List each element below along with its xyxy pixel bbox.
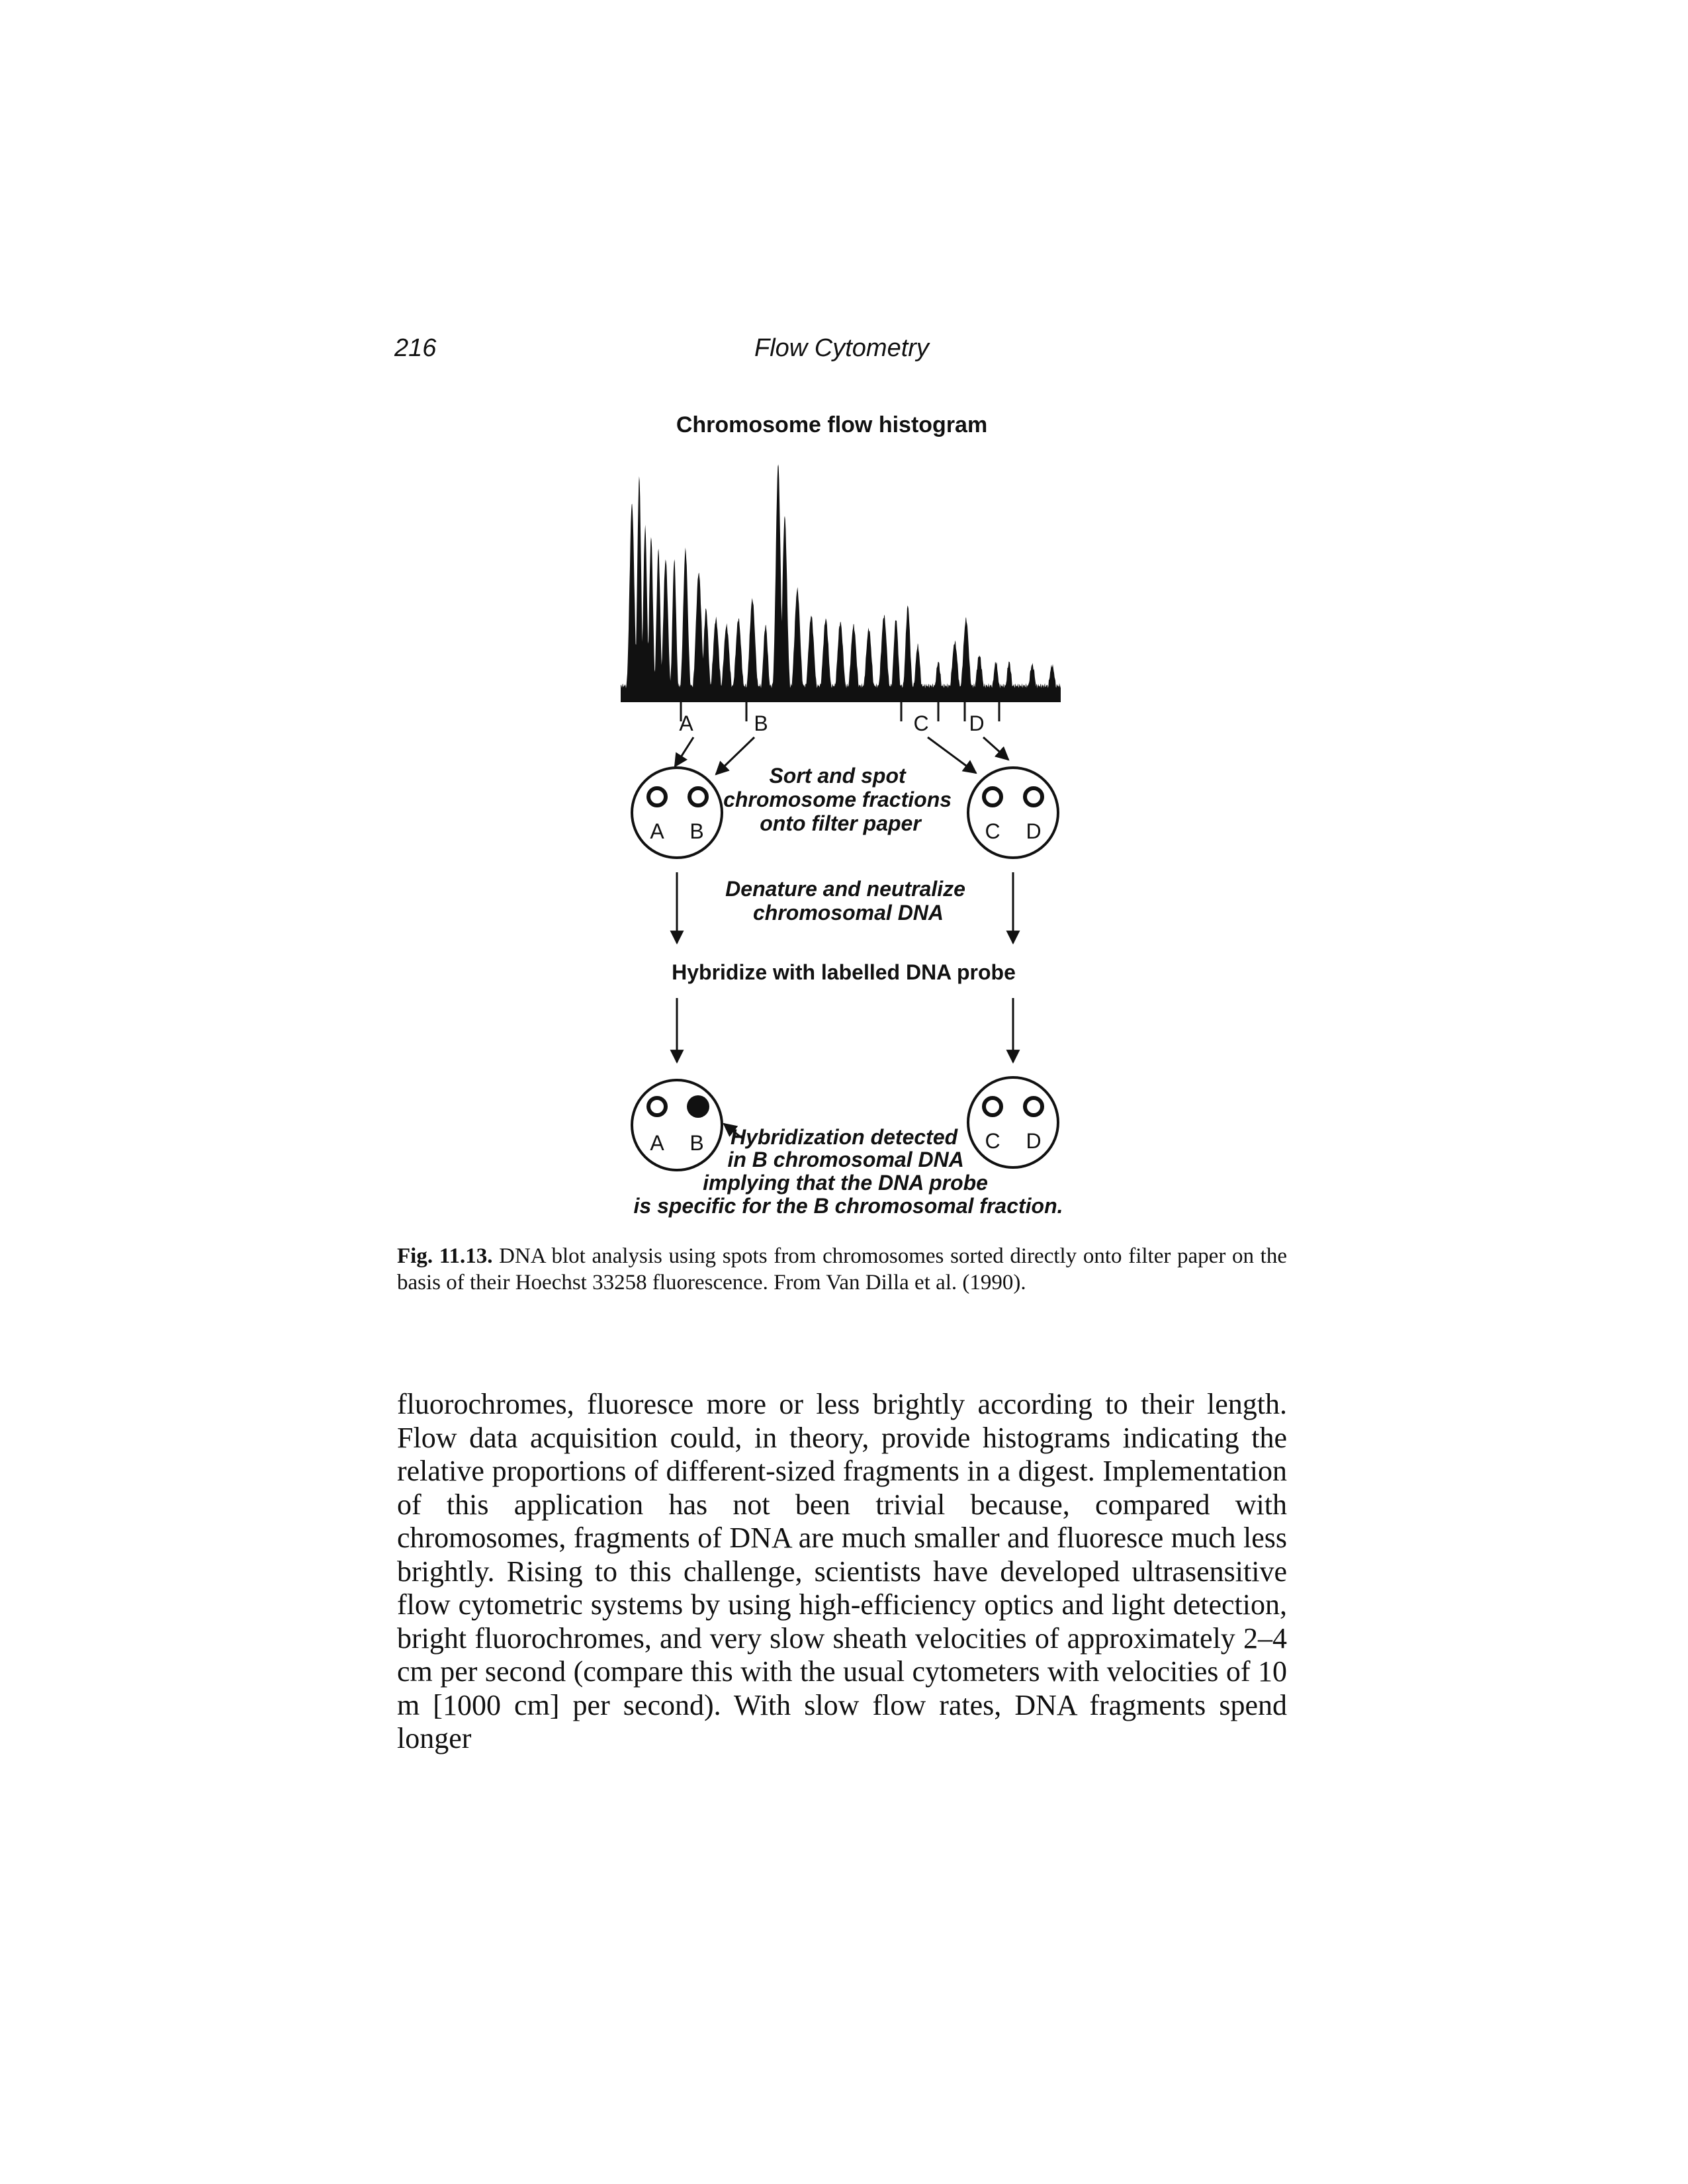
filter-cd-result: C D (967, 1076, 1059, 1169)
spot-d (1023, 786, 1044, 807)
gate-label-d: D (969, 711, 984, 735)
body-paragraph: fluorochromes, fluoresce more or less br… (397, 1388, 1287, 1754)
spot-b (688, 786, 709, 807)
running-head: 216 Flow Cytometry (0, 334, 1688, 374)
sort-step-text: Sort and spot chromosome fractions onto … (723, 764, 957, 835)
gate-ticks (680, 702, 1000, 721)
result-annotation: Hybridization detected in B chromosomal … (633, 1125, 1063, 1218)
figure-caption: Fig. 11.13. DNA blot analysis using spot… (397, 1243, 1287, 1296)
caption-label: Fig. 11.13. (397, 1244, 493, 1268)
spot-b-hybridized (687, 1095, 709, 1118)
spot-c-negative (982, 1096, 1003, 1117)
spot-a-negative (646, 1096, 668, 1117)
arrow-c-to-filter (927, 736, 977, 774)
filter-ab-result: A B (631, 1079, 723, 1171)
filter-cd-spotted: C D (967, 766, 1059, 859)
filter-label-a: A (650, 819, 664, 843)
histogram-trace (621, 464, 1061, 700)
hybridization-pointer-arrow (723, 1122, 743, 1140)
arrow-a-to-filter (674, 737, 695, 768)
filter-label-c: C (985, 819, 1000, 843)
gate-label-c: C (913, 711, 928, 735)
spot-a (646, 786, 668, 807)
result-label-d: D (1026, 1129, 1041, 1153)
page-number: 216 (394, 334, 437, 362)
figure: Chromosome flow histogram A B C D A B C … (621, 412, 1063, 1218)
filter-label-b: B (689, 819, 703, 843)
gate-label-a: A (679, 711, 693, 735)
denature-step-text: Denature and neutralize chromosomal DNA (725, 877, 971, 925)
spot-d-negative (1023, 1096, 1044, 1117)
filter-ab-spotted: A B (631, 766, 723, 859)
filter-label-d: D (1026, 819, 1041, 843)
arrow-b-to-filter (715, 736, 756, 776)
histogram-title: Chromosome flow histogram (676, 412, 987, 437)
result-label-b: B (689, 1131, 703, 1155)
spot-c (982, 786, 1003, 807)
caption-text: DNA blot analysis using spots from chrom… (397, 1244, 1287, 1295)
result-label-a: A (650, 1131, 664, 1155)
result-label-c: C (985, 1129, 1000, 1153)
hybridize-step-text: Hybridize with labelled DNA probe (672, 960, 1016, 984)
chromosome-flow-histogram (621, 464, 1061, 702)
running-title: Flow Cytometry (754, 334, 929, 362)
arrow-d-to-filter (982, 736, 1010, 761)
gate-label-b: B (754, 711, 768, 735)
